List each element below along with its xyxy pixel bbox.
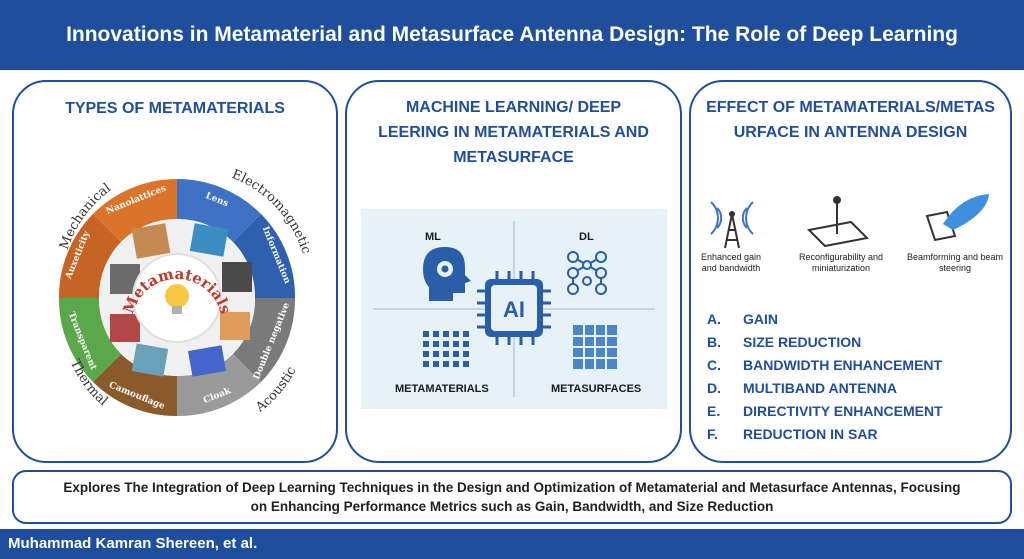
effects-list: A.GAIN B.SIZE REDUCTION C.BANDWIDTH ENHA…: [707, 308, 943, 446]
types-of-metamaterials-panel: TYPES OF METAMATERIALS: [12, 80, 338, 463]
ai-diagram: AI: [373, 221, 655, 397]
metasurfaces-label: METASURFACES: [551, 383, 642, 395]
ml-head-icon: [423, 247, 471, 301]
ai-label: AI: [503, 297, 525, 322]
effect-panel: EFFECT OF METAMATERIALS/METASURFACE IN A…: [689, 80, 1012, 463]
dl-network-icon: [567, 251, 607, 295]
beam-steering-icon: [925, 194, 989, 242]
summary-text: Explores The Integration of Deep Learnin…: [63, 480, 961, 514]
metasurface-grid-icon: [573, 325, 617, 369]
panel-title: TYPES OF METAMATERIALS: [65, 100, 285, 117]
ml-dl-panel: MACHINE LEARNING/ DEEP LEERING IN METAMA…: [345, 80, 682, 463]
metamaterials-wheel: Metamaterials Mechanical Electromagnetic…: [22, 134, 332, 459]
sample-images: [110, 223, 252, 377]
summary-box: Explores The Integration of Deep Learnin…: [12, 470, 1012, 524]
caption-gain-bandwidth: Enhanced gain and bandwidth: [700, 252, 762, 273]
author-name: Muhammad Kamran Shereen, et al.: [8, 535, 258, 552]
page-title: Innovations in Metamaterial and Metasurf…: [66, 23, 958, 46]
panel-title: MACHINE LEARNING/ DEEP LEERING IN METAMA…: [378, 99, 649, 166]
wheel-ring: [58, 178, 296, 417]
antenna-icons: [710, 194, 989, 249]
caption-reconfigurability: Reconfigurability and miniaturization: [798, 252, 884, 273]
list-item: B.SIZE REDUCTION: [707, 334, 862, 350]
antenna-tower-icon: [710, 201, 754, 249]
reconfigurable-antenna-icon: [806, 196, 870, 248]
metamaterials-label: METAMATERIALS: [395, 383, 489, 395]
page-title-bar: Innovations in Metamaterial and Metasurf…: [0, 0, 1024, 70]
list-item: F.REDUCTION IN SAR: [707, 426, 878, 442]
ml-dl-diagram: AI ML DL METAMATERIALS METASURFACES: [361, 209, 667, 409]
ai-chip-icon: AI: [477, 271, 551, 345]
antenna-icons-row: Enhanced gain and bandwidth Reconfigurab…: [691, 190, 1010, 278]
panel-title: EFFECT OF METAMATERIALS/METASURFACE IN A…: [706, 99, 995, 141]
list-item: C.BANDWIDTH ENHANCEMENT: [707, 357, 943, 373]
list-item: E.DIRECTIVITY ENHANCEMENT: [707, 403, 943, 419]
metamaterial-lattice-icon: [423, 331, 469, 367]
metamaterials-wheel-diagram: Metamaterials Mechanical Electromagnetic…: [57, 167, 314, 417]
list-item: A.GAIN: [707, 311, 778, 327]
dl-label: DL: [579, 231, 594, 243]
author-bar: Muhammad Kamran Shereen, et al.: [0, 529, 1024, 559]
list-item: D.MULTIBAND ANTENNA: [707, 380, 897, 396]
ml-label: ML: [425, 231, 441, 243]
caption-beamforming: Beamforming and beam steering: [906, 252, 1004, 273]
